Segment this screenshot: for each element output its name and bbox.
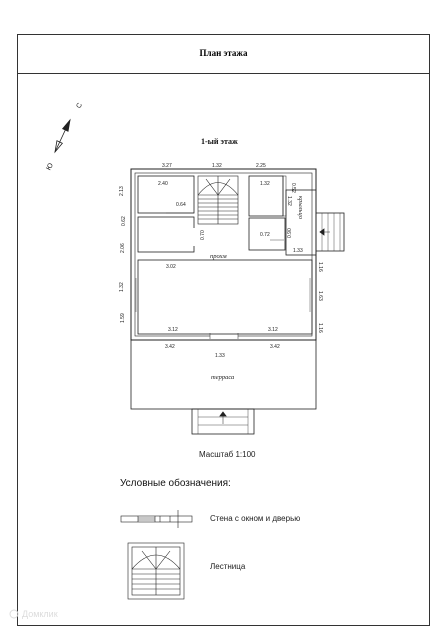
dim-bot-l: 3.12 (168, 327, 178, 333)
compass-north: С (75, 102, 84, 110)
dim-left-d: 1.32 (119, 282, 125, 292)
legend-title: Условные обозначения: (120, 477, 231, 489)
dim-living-w: 3.02 (166, 264, 176, 270)
room-1 (137, 175, 195, 214)
dim-top-left: 3.27 (162, 163, 172, 169)
watermark-logo-icon (9, 609, 19, 619)
wall-window-door-icon (120, 510, 193, 528)
dim-bath-door: 0.72 (260, 232, 270, 238)
porch (285, 189, 345, 256)
room-porch-label: крыльцо (297, 196, 304, 220)
document-frame: План этажа (17, 34, 430, 626)
room-closet (137, 216, 195, 253)
dim-top-right: 2.25 (256, 163, 266, 169)
dim-room1-w: 2.40 (158, 181, 168, 187)
room-living (137, 259, 313, 335)
dim-room2-side: 0.52 (290, 183, 296, 193)
dim-closet-door: 0.70 (200, 230, 206, 240)
dim-bath-w: 1.33 (293, 248, 303, 254)
dim-left-e: 1.59 (120, 313, 126, 323)
dim-right-b: 1.63 (317, 291, 323, 301)
dim-left-b: 0.62 (121, 216, 127, 226)
dim-top-mid: 1.32 (212, 163, 222, 169)
room-terrace-label: терраса (211, 374, 234, 381)
scale-label: Масштаб 1:100 (199, 450, 256, 459)
legend-stair-icon (127, 542, 185, 600)
title-row: План этажа (18, 35, 429, 74)
legend-stair-label: Лестница (210, 562, 246, 571)
dim-left-c: 2.06 (120, 243, 126, 253)
compass-south: Ю (45, 162, 55, 172)
dim-room1-door: 0.64 (176, 202, 186, 208)
watermark-text: Домклик (22, 609, 58, 619)
floor-title: 1-ый этаж (201, 137, 238, 146)
terrace (130, 339, 317, 435)
dim-ter-l: 3.42 (165, 344, 175, 350)
dim-room2-h: 1.32 (286, 196, 292, 206)
legend-wall-label: Стена с окном и дверью (210, 514, 300, 523)
dim-right-c: 1.16 (317, 323, 323, 333)
page-title: План этажа (199, 48, 248, 58)
dim-bath-side: 0.90 (287, 228, 293, 238)
dim-room2-w: 1.32 (260, 181, 270, 187)
room-hall-label: прохм (210, 253, 227, 260)
dim-left-a: 2.13 (119, 186, 125, 196)
compass-icon (54, 118, 71, 154)
dim-bot-r: 3.12 (268, 327, 278, 333)
room-bath (248, 217, 286, 251)
dim-ter-r: 3.42 (270, 344, 280, 350)
dim-right-a: 1.16 (317, 262, 323, 272)
stair-icon (197, 175, 239, 225)
dim-ter-door: 1.33 (215, 353, 225, 359)
